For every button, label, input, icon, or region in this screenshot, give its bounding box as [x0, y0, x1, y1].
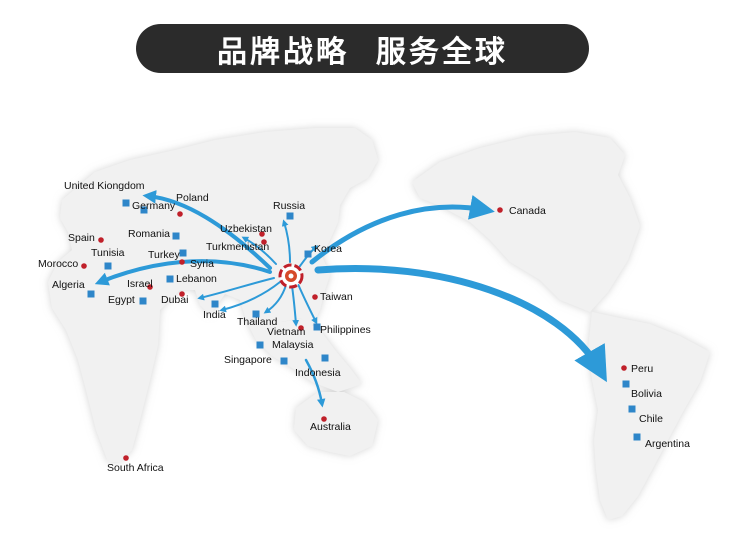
- arrow-to-russia: [281, 219, 291, 263]
- red-dot-icon-peru: [621, 365, 627, 371]
- blue-square-icon-tunisia: [104, 262, 112, 270]
- blue-square-icon-bolivia: [622, 380, 630, 388]
- blue-square-icon-singapore: [280, 357, 288, 365]
- arrow-to-india: [219, 281, 281, 313]
- land-australia: [294, 392, 378, 456]
- label-thailand: Thailand: [237, 316, 277, 328]
- blue-square-icon-russia: [286, 212, 294, 220]
- arrow-to-vietnam: [291, 285, 300, 327]
- label-indonesia: Indonesia: [295, 367, 341, 379]
- label-syria: Syria: [190, 258, 214, 270]
- label-spain: Spain: [68, 232, 95, 244]
- label-lebanon: Lebanon: [176, 273, 217, 285]
- land-north-america: [412, 132, 640, 312]
- label-germany: Germany: [132, 200, 176, 212]
- label-australia: Australia: [310, 421, 351, 433]
- arrow-to-uzbekistan: [241, 236, 277, 265]
- blue-square-icon-germany: [140, 206, 148, 214]
- red-dot-icon-uzbekistan: [259, 231, 265, 237]
- arrow-to-europe: [142, 190, 272, 270]
- red-dot-icon-dubai: [179, 291, 185, 297]
- blue-square-icon-indonesia: [321, 354, 329, 362]
- label-israel: Israel: [127, 278, 153, 290]
- label-argentina: Argentina: [645, 438, 690, 450]
- red-dot-icon-south-africa: [123, 455, 129, 461]
- land-south-america: [588, 312, 710, 520]
- red-dot-icon-israel: [147, 284, 153, 290]
- label-turkey: Turkey: [148, 249, 180, 261]
- label-russia: Russia: [273, 200, 305, 212]
- label-vietnam: Vietnam: [267, 326, 306, 338]
- label-turkmenistan: Turkmenistan: [206, 241, 269, 253]
- location-markers: [81, 199, 641, 461]
- label-chile: Chile: [639, 413, 663, 425]
- blue-square-icon-algeria: [87, 290, 95, 298]
- label-united-kiongdom: United Kiongdom: [64, 180, 145, 192]
- arrow-to-thailand: [263, 284, 287, 314]
- blue-square-icon-romania: [172, 232, 180, 240]
- blue-square-icon-thailand: [252, 310, 260, 318]
- blue-square-icon-turkey: [179, 249, 187, 257]
- arrow-to-dubai: [197, 277, 275, 301]
- red-dot-icon-turkmenistan: [261, 239, 267, 245]
- land-southeast-asia: [240, 300, 362, 392]
- label-malaysia: Malaysia: [272, 339, 314, 351]
- label-india: India: [203, 309, 226, 321]
- page-title: 品牌战略 服务全球: [217, 34, 508, 70]
- label-bolivia: Bolivia: [631, 388, 662, 400]
- blue-square-icon-india: [211, 300, 219, 308]
- red-dot-icon-canada: [497, 207, 503, 213]
- red-dot-icon-spain: [98, 237, 104, 243]
- blue-square-icon-malaysia: [256, 341, 264, 349]
- red-dot-icon-morocco: [81, 263, 87, 269]
- brand-logo-icon: [278, 263, 304, 289]
- blue-square-icon-philippines: [313, 323, 321, 331]
- label-canada: Canada: [509, 205, 546, 217]
- label-morocco: Morocco: [38, 258, 78, 270]
- arrow-to-canada: [309, 195, 495, 265]
- arrow-to-south-america: [314, 264, 607, 383]
- label-taiwan: Taiwan: [320, 291, 353, 303]
- label-uzbekistan: Uzbekistan: [220, 223, 272, 235]
- blue-square-icon-lebanon: [166, 275, 174, 283]
- label-dubai: Dubai: [161, 294, 188, 306]
- red-dot-icon-poland: [177, 211, 183, 217]
- label-singapore: Singapore: [224, 354, 272, 366]
- label-romania: Romania: [128, 228, 170, 240]
- red-dot-icon-australia: [321, 416, 327, 422]
- label-philippines: Philippines: [320, 324, 371, 336]
- red-dot-icon-taiwan: [312, 294, 318, 300]
- label-peru: Peru: [631, 363, 653, 375]
- red-dot-icon-syria: [179, 259, 185, 265]
- arrow-to-philippines: [297, 283, 318, 325]
- blue-square-icon-united-kiongdom: [122, 199, 130, 207]
- label-egypt: Egypt: [108, 294, 135, 306]
- red-dot-icon-vietnam: [298, 325, 304, 331]
- label-tunisia: Tunisia: [91, 247, 125, 259]
- blue-square-icon-chile: [628, 405, 636, 413]
- blue-square-icon-argentina: [633, 433, 641, 441]
- title-banner: 品牌战略 服务全球: [136, 24, 589, 73]
- label-algeria: Algeria: [52, 279, 85, 291]
- label-south-africa: South Africa: [107, 462, 164, 474]
- label-poland: Poland: [176, 192, 209, 204]
- blue-square-icon-egypt: [139, 297, 147, 305]
- blue-square-icon-korea: [304, 250, 312, 258]
- arrow-to-australia: [304, 358, 326, 408]
- route-arrows: [94, 190, 607, 408]
- label-korea: Korea: [314, 243, 342, 255]
